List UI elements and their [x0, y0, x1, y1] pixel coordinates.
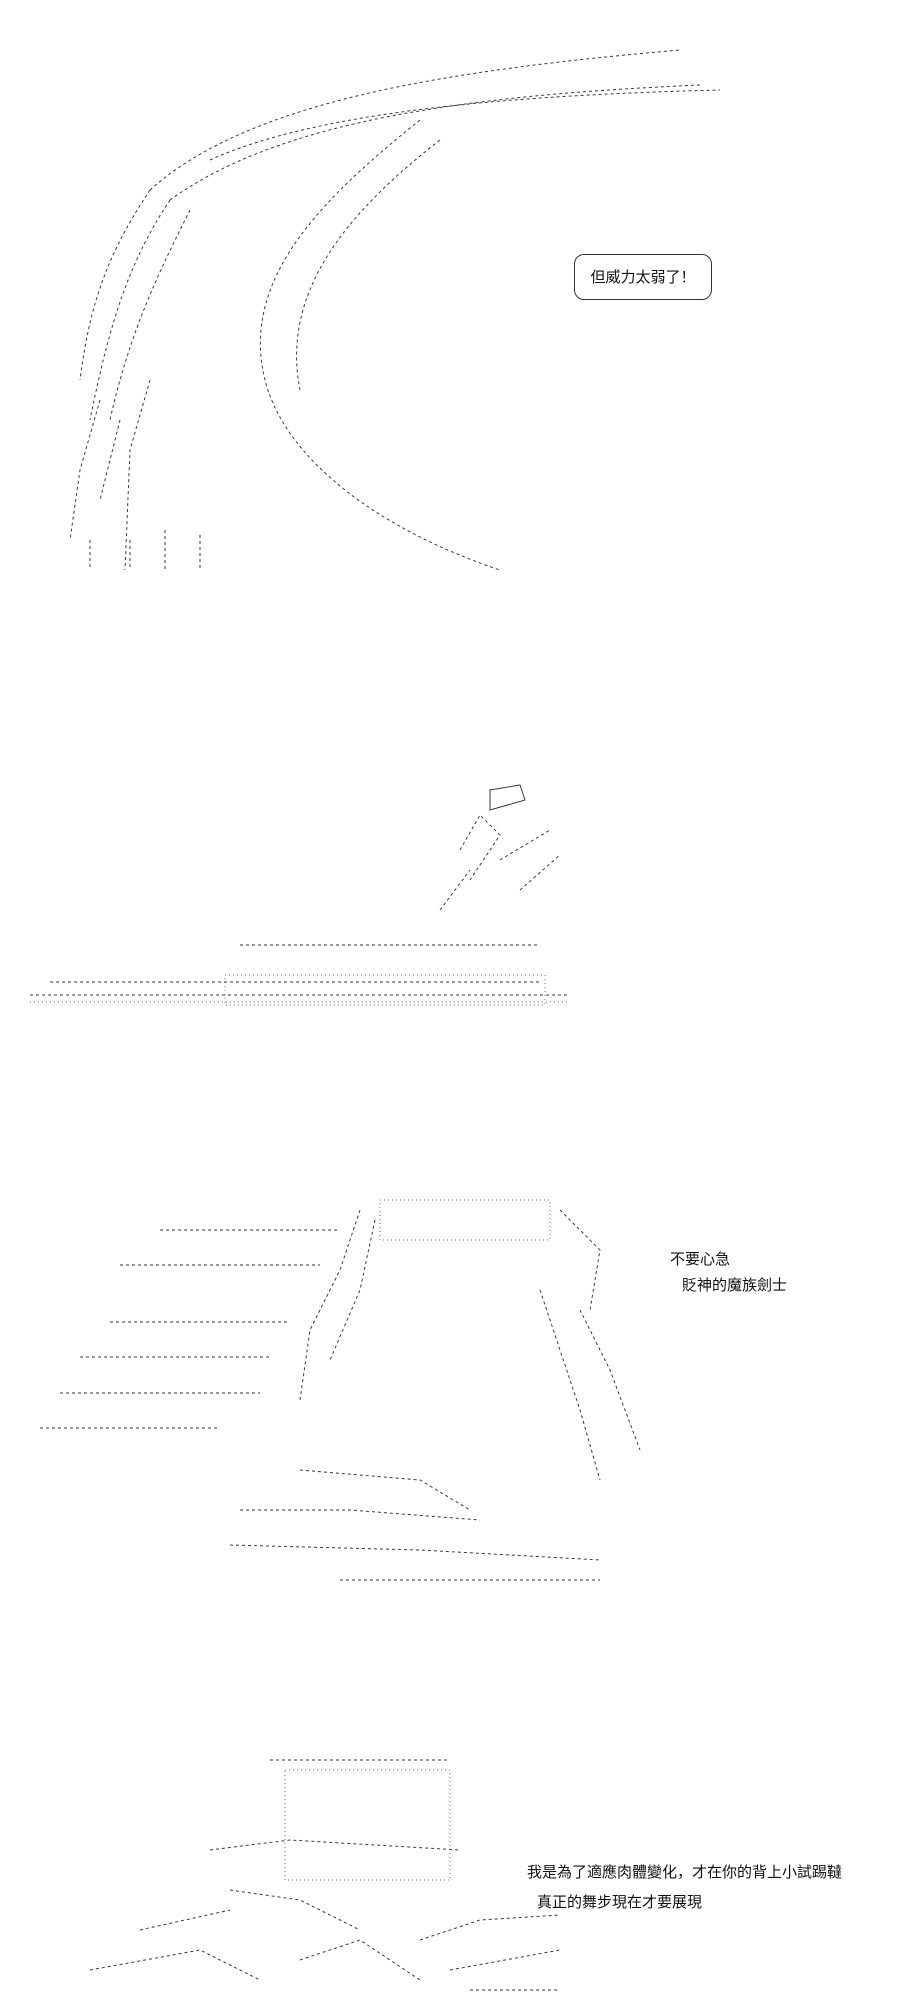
speech-text-1: 但威力太弱了！	[590, 268, 696, 286]
speech-text-4: 我是為了適應肉體變化，才在你的背上小試踢韃	[527, 1863, 843, 1881]
panel-4-art	[89, 1759, 561, 1991]
speech-text-5: 真正的舞步現在才要展現	[537, 1893, 703, 1911]
speech-text-2: 不要心急	[670, 1250, 731, 1268]
panel-2-art	[30, 784, 570, 1006]
panel-3-art	[40, 1199, 641, 1581]
panel-4: 我是為了適應肉體變化，才在你的背上小試踢韃 真正的舞步現在才要展現	[0, 1700, 906, 2000]
panel-1: 但威力太弱了！	[0, 0, 906, 600]
panel-3: 不要心急 貶神的魔族劍士	[0, 1150, 906, 1600]
panel-2	[0, 600, 906, 1050]
panel-1-art	[69, 49, 721, 571]
speech-bubble: 但威力太弱了！	[574, 254, 712, 300]
speech-text-3: 貶神的魔族劍士	[682, 1276, 788, 1294]
